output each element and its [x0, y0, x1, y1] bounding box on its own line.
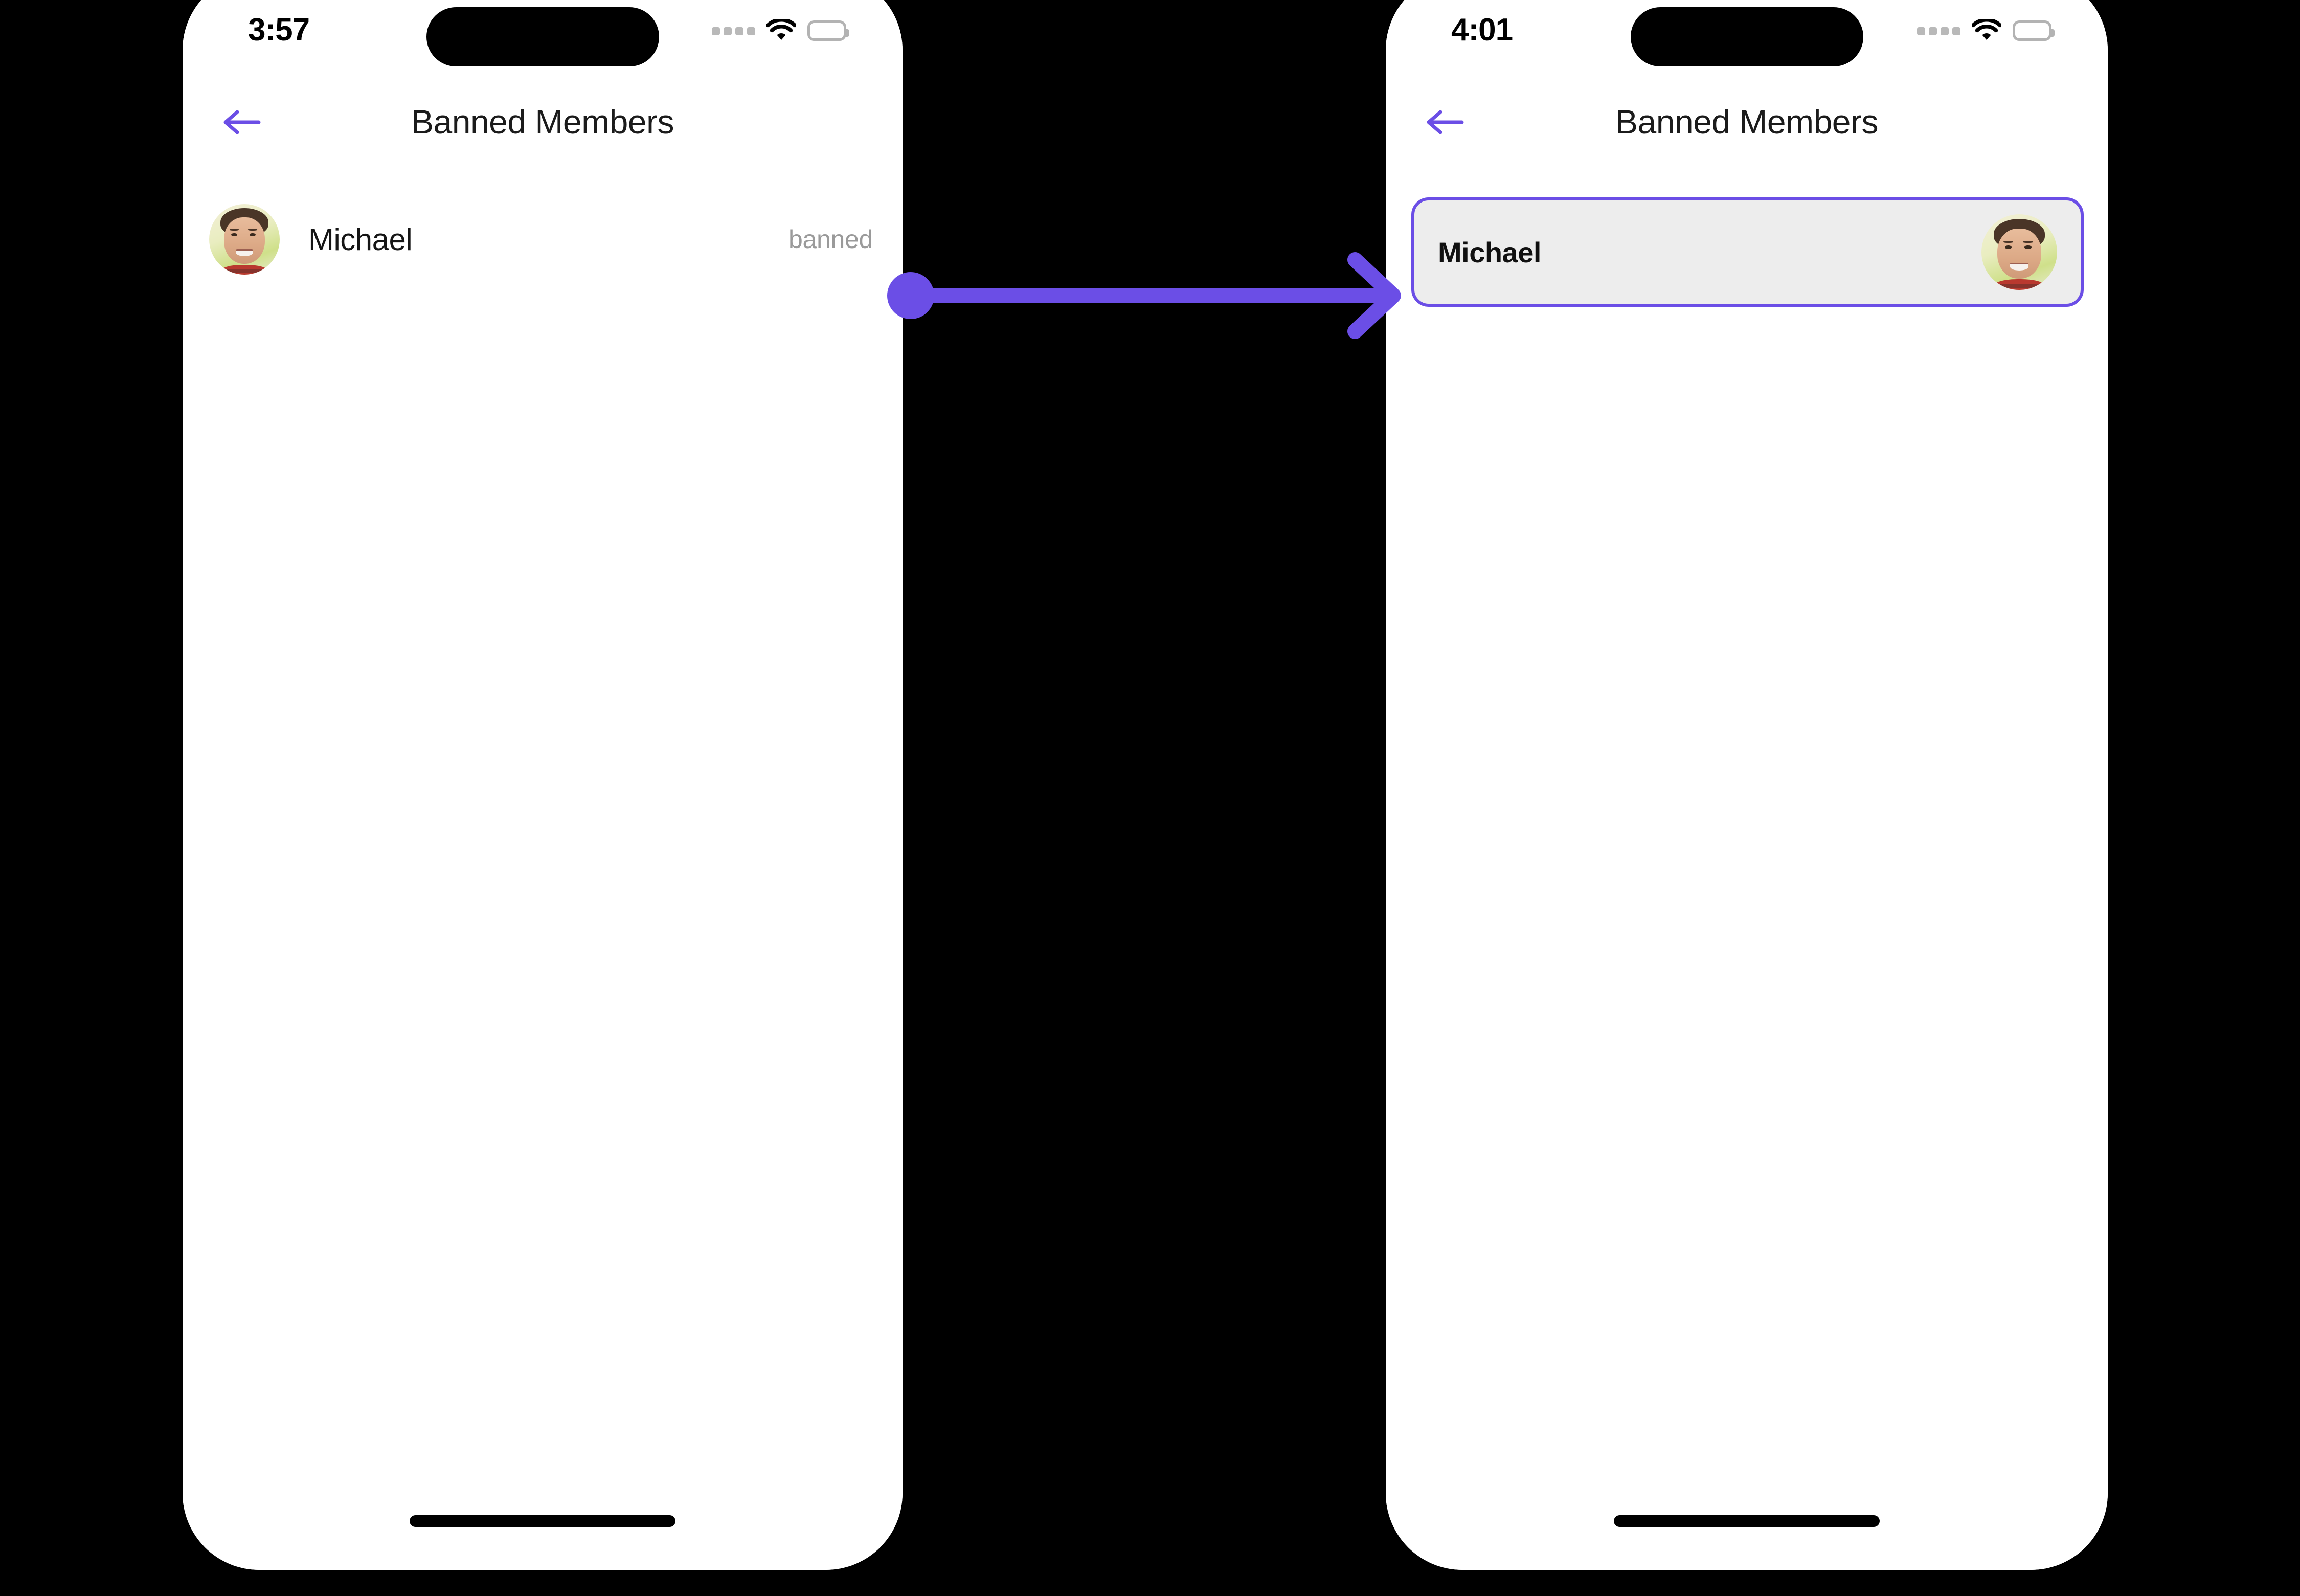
wifi-icon	[1972, 19, 2001, 40]
page-title: Banned Members	[411, 103, 674, 141]
cellular-signal-icon	[712, 26, 755, 35]
status-time: 3:57	[248, 12, 310, 48]
member-name: Michael	[1438, 236, 1541, 268]
status-bar-after: 4:01	[1386, 0, 2108, 66]
nav-bar-after: Banned Members	[1386, 91, 2108, 152]
banned-member-card[interactable]: Michael	[1411, 197, 2084, 307]
phone-mockup-after: 4:01 Banne	[1386, 0, 2108, 1570]
home-indicator	[410, 1515, 675, 1527]
status-icons	[1917, 15, 2055, 46]
avatar	[1981, 214, 2057, 290]
status-time: 4:01	[1451, 12, 1513, 48]
dynamic-island	[426, 7, 659, 66]
back-button[interactable]	[213, 99, 269, 145]
status-icons	[712, 15, 849, 46]
status-bar-before: 3:57	[183, 0, 903, 66]
screen-after: 4:01 Banne	[1386, 0, 2108, 1570]
back-button[interactable]	[1416, 99, 1473, 145]
dynamic-island	[1631, 7, 1863, 66]
page-title: Banned Members	[1615, 103, 1878, 141]
back-arrow-icon	[1427, 110, 1464, 134]
cellular-signal-icon	[1917, 26, 1960, 35]
banned-member-row[interactable]: Michael banned	[183, 198, 903, 280]
member-name: Michael	[308, 222, 413, 257]
nav-bar-before: Banned Members	[183, 91, 903, 152]
screen-before: 3:57 Banne	[183, 0, 903, 1570]
status-badge: banned	[788, 225, 873, 254]
phone-mockup-before: 3:57 Banne	[183, 0, 903, 1570]
back-arrow-icon	[223, 110, 261, 134]
battery-icon	[807, 20, 849, 41]
avatar	[209, 204, 280, 275]
battery-icon	[2013, 20, 2055, 41]
wifi-icon	[766, 19, 796, 40]
home-indicator	[1614, 1515, 1880, 1527]
